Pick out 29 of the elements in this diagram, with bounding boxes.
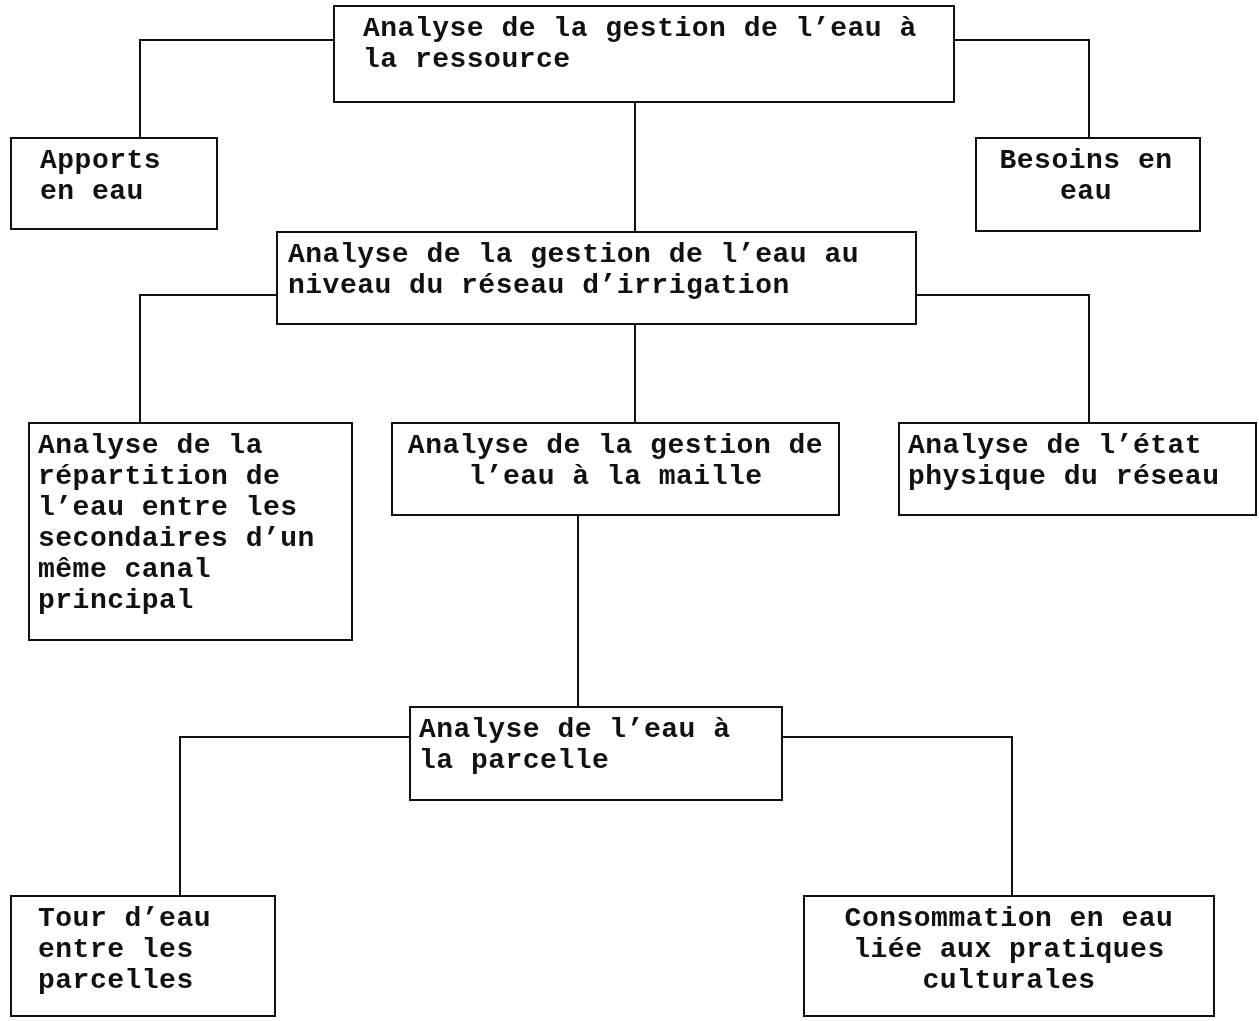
box-text: Besoins en eau: [998, 145, 1174, 207]
connector-line: [782, 736, 1013, 896]
process-box: [10, 137, 218, 230]
box-text: Analyse de la gestion de l’eau à la maille: [406, 430, 825, 492]
process-box: [975, 137, 1201, 232]
connector-line: [139, 39, 334, 138]
box-text: Analyse de la gestion de l’eau au niveau du réseau d’irrigation: [288, 239, 860, 301]
process-box: [28, 422, 353, 641]
box-text: Analyse de l’état physique du réseau: [908, 430, 1221, 492]
box-text: Analyse de l’eau à la parcelle: [419, 714, 732, 776]
connector-line: [577, 515, 579, 707]
connector-line: [954, 39, 1090, 138]
process-box: [333, 5, 955, 103]
connector-line: [634, 102, 636, 232]
box-text: Tour d’eau entre les parcelles: [38, 903, 213, 996]
connector-line: [916, 294, 1090, 423]
box-text: Consommation en eau liée aux pratiques culturales: [843, 903, 1175, 996]
process-box: [391, 422, 840, 516]
connector-line: [139, 294, 277, 423]
connector-line: [179, 736, 410, 896]
box-text: Analyse de la répartition de l’eau entre les secondaires d’un même canal principal: [38, 430, 316, 616]
process-box: [276, 231, 917, 325]
process-box: [409, 706, 783, 801]
box-text: Analyse de la gestion de l’eau à la ressource: [363, 13, 918, 75]
process-box: [10, 895, 276, 1017]
process-box: [803, 895, 1215, 1017]
connector-line: [634, 324, 636, 423]
process-box: [898, 422, 1257, 516]
box-text: Apports en eau: [40, 145, 163, 207]
